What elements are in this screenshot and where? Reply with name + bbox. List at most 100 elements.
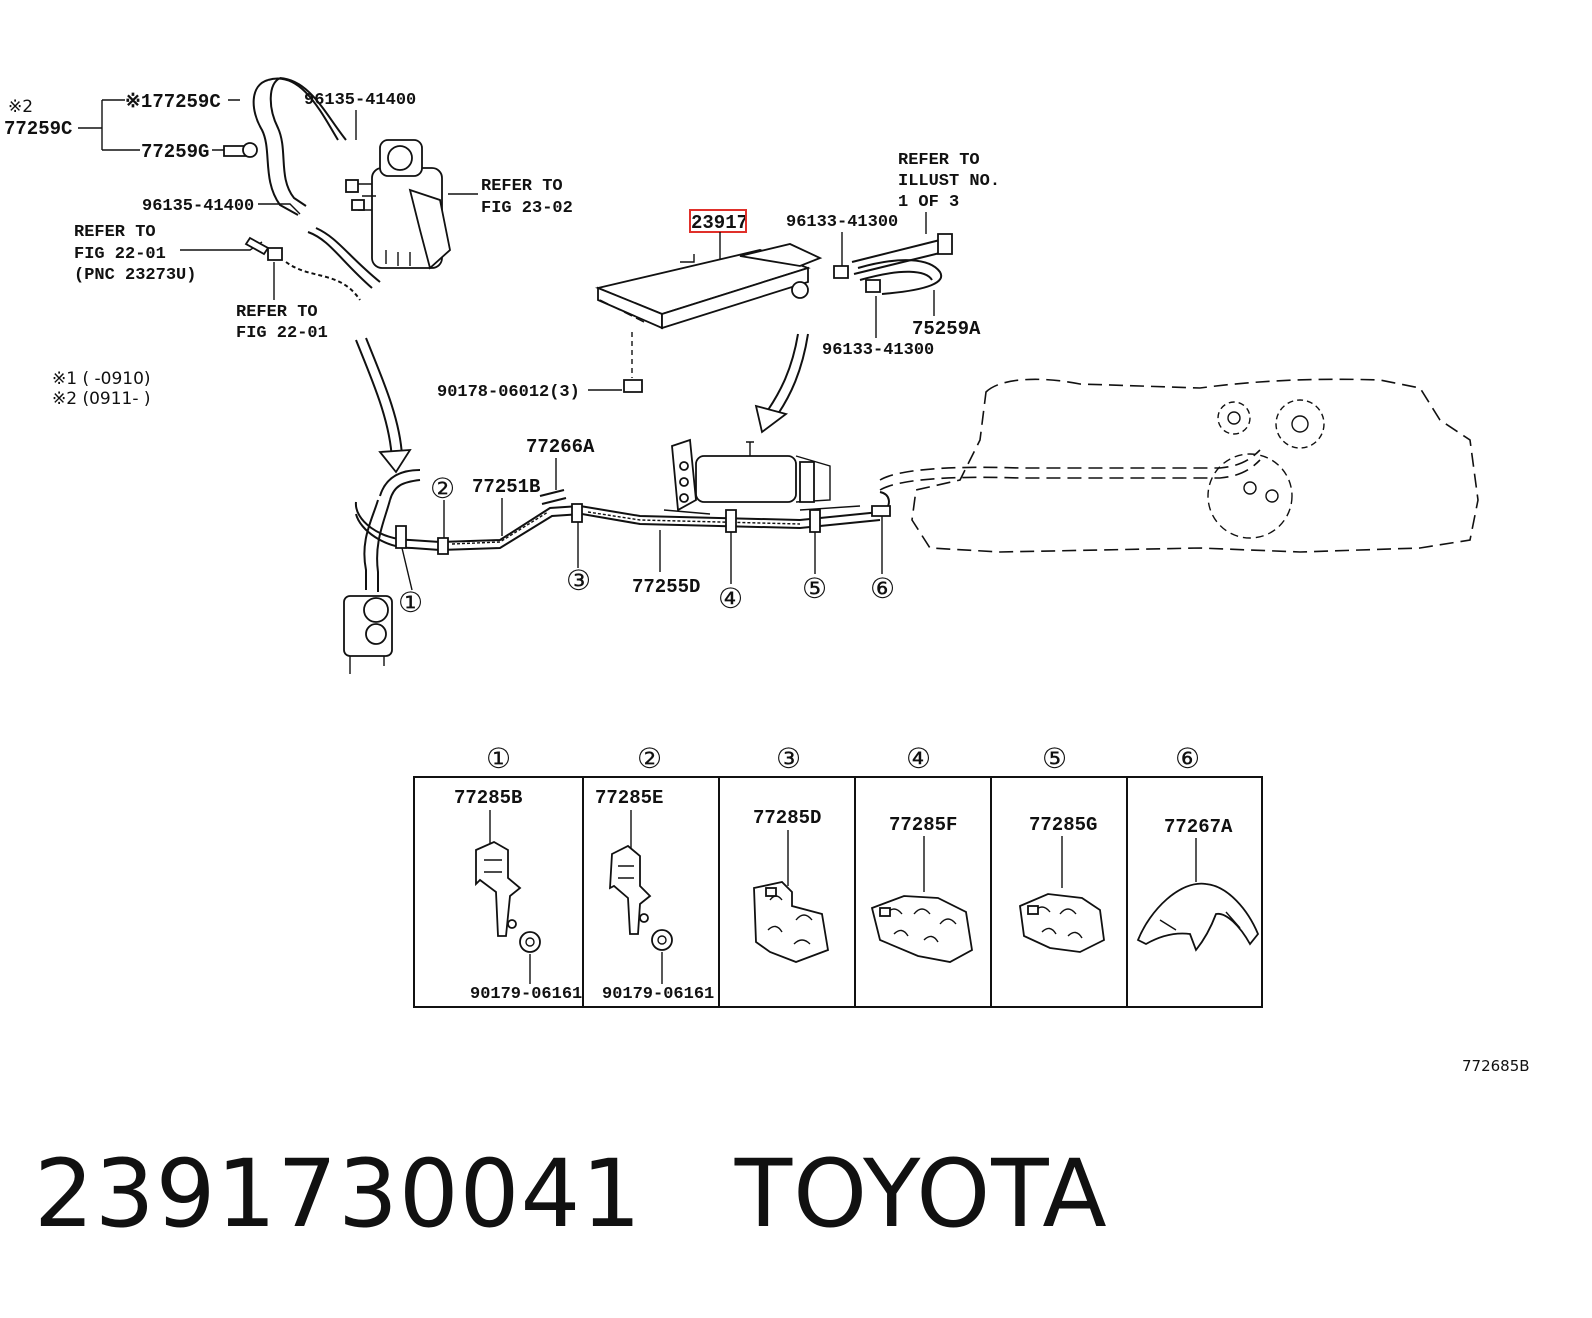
arrow-right-shaft-2 [777,333,809,415]
detail-2-circle: ② [637,742,662,775]
clamp-6 [871,505,891,517]
clamp-2 [437,537,449,555]
hose-upper-right [851,239,941,263]
part-number-caption: 2391730041 TOYOTA [34,1140,1108,1249]
detail-3-circle: ③ [776,742,801,775]
clamp-3 [571,503,583,523]
bracket-77259c [78,99,140,151]
hose-mid-inner [315,227,381,283]
refer-fig22-b: FIG 22-01 [74,245,166,264]
callout-1: ① [398,586,423,619]
detail-2-part: 77285E [595,787,663,809]
arrow-left-head [378,448,412,474]
legend-star2: ※2 (0911- ) [52,389,151,409]
refer-fig23-b: FIG 23-02 [481,199,573,218]
nut-90179-a [519,931,541,953]
clip-fig22 [244,236,270,256]
tank-port-1-inner [1227,411,1241,425]
detail-5-part: 77285G [1029,814,1097,836]
legend-star1: ※1 ( -0910) [52,369,151,389]
refer-fig22-a: REFER TO [74,223,156,242]
label-96133-top: 96133-41300 [786,213,898,232]
label-90178: 90178-06012(3) [437,383,580,402]
refer-fig22-c: (PNC 23273U) [74,266,196,285]
detail-1-sub: 90179-06161 [470,985,582,1004]
tank-port-2 [1275,399,1325,449]
refer-illust-a: REFER TO [898,151,980,170]
hose-upper [252,79,299,216]
hose-75259a [857,259,943,295]
clamp-77285g [1019,893,1105,953]
label-77266a: 77266A [526,436,595,458]
hose-loop [267,77,339,141]
arrow-right-head [754,404,789,434]
clamp-96133-top [833,265,849,279]
clamp-1 [395,525,407,549]
fuel-tank-outline [911,378,1479,553]
grommet-77267a [1136,882,1260,952]
note-star2-prefix: ※2 [8,97,33,117]
arrow-left-shaft-2 [365,337,403,457]
clamp-bracket-77285b [475,840,522,937]
label-96135-mid: 96135-41400 [142,197,254,216]
detail-6-part: 77267A [1164,816,1233,838]
detail-table [413,776,1263,1008]
arrow-left-shaft [355,339,393,461]
detail-4-part: 77285F [889,814,957,836]
detail-1-part: 77285B [454,787,522,809]
callout-6: ⑥ [870,572,895,605]
brand-name: TOYOTA [734,1140,1108,1249]
figure-code: 772685B [1462,1057,1530,1075]
evap-canister-lower [663,438,861,515]
hose-upper-inner [269,77,307,207]
detail-4-circle: ④ [906,742,931,775]
hose-75259a-inner [859,270,933,281]
clamp-5 [809,509,821,533]
leader-96135-mid [258,203,301,215]
nut-90178 [623,379,643,393]
callout-3: ③ [566,564,591,597]
detail-5-circle: ⑤ [1042,742,1067,775]
clamp-bracket-77285e [609,844,652,935]
label-96133-bot: 96133-41300 [822,341,934,360]
clamp-96133-bot [865,279,881,293]
arrow-right-shaft [767,333,799,411]
label-77251b: 77251B [472,476,540,498]
detail-3-part: 77285D [753,807,821,829]
tank-line-lower [879,459,1261,491]
callout-4: ④ [718,582,743,615]
label-77259g: 77259G [141,141,209,163]
callout-2: ② [430,472,455,505]
label-star1-77259c: ※177259C [125,91,221,113]
hose-mid [307,231,373,289]
clamp-ring [242,142,258,158]
clamp-77285f [870,895,973,963]
detail-2-sub: 90179-06161 [602,985,714,1004]
valve-assembly [343,595,393,674]
refer-illust-c: 1 OF 3 [898,193,959,212]
hose-ribbed [285,261,361,301]
hose-loop-inner [279,77,347,141]
clamp-fig22 [267,247,283,261]
refer-fig23-a: REFER TO [481,177,563,196]
clamp-77285d [753,881,830,963]
hose-end-cap [937,233,953,255]
tank-pump-port [1265,489,1279,503]
hose-upper-right-2 [853,251,945,275]
refer-illust-b: ILLUST NO. [898,172,1000,191]
canister-23917 [595,243,823,330]
refer-fig22-d: REFER TO [236,303,318,322]
tank-port-2-inner [1291,415,1309,433]
tank-line-upper [879,449,1261,481]
label-77259c: 77259C [4,118,72,140]
leader-c1 [401,547,413,591]
tank-port-1 [1217,401,1251,435]
tank-pump-ring [1207,453,1293,539]
label-75259a: 75259A [912,318,981,340]
label-77255d: 77255D [632,576,700,598]
label-96135-top: 96135-41400 [304,91,416,110]
fuel-filter-assembly [345,139,451,270]
part-number: 2391730041 [34,1140,643,1249]
refer-fig22-e: FIG 22-01 [236,324,328,343]
